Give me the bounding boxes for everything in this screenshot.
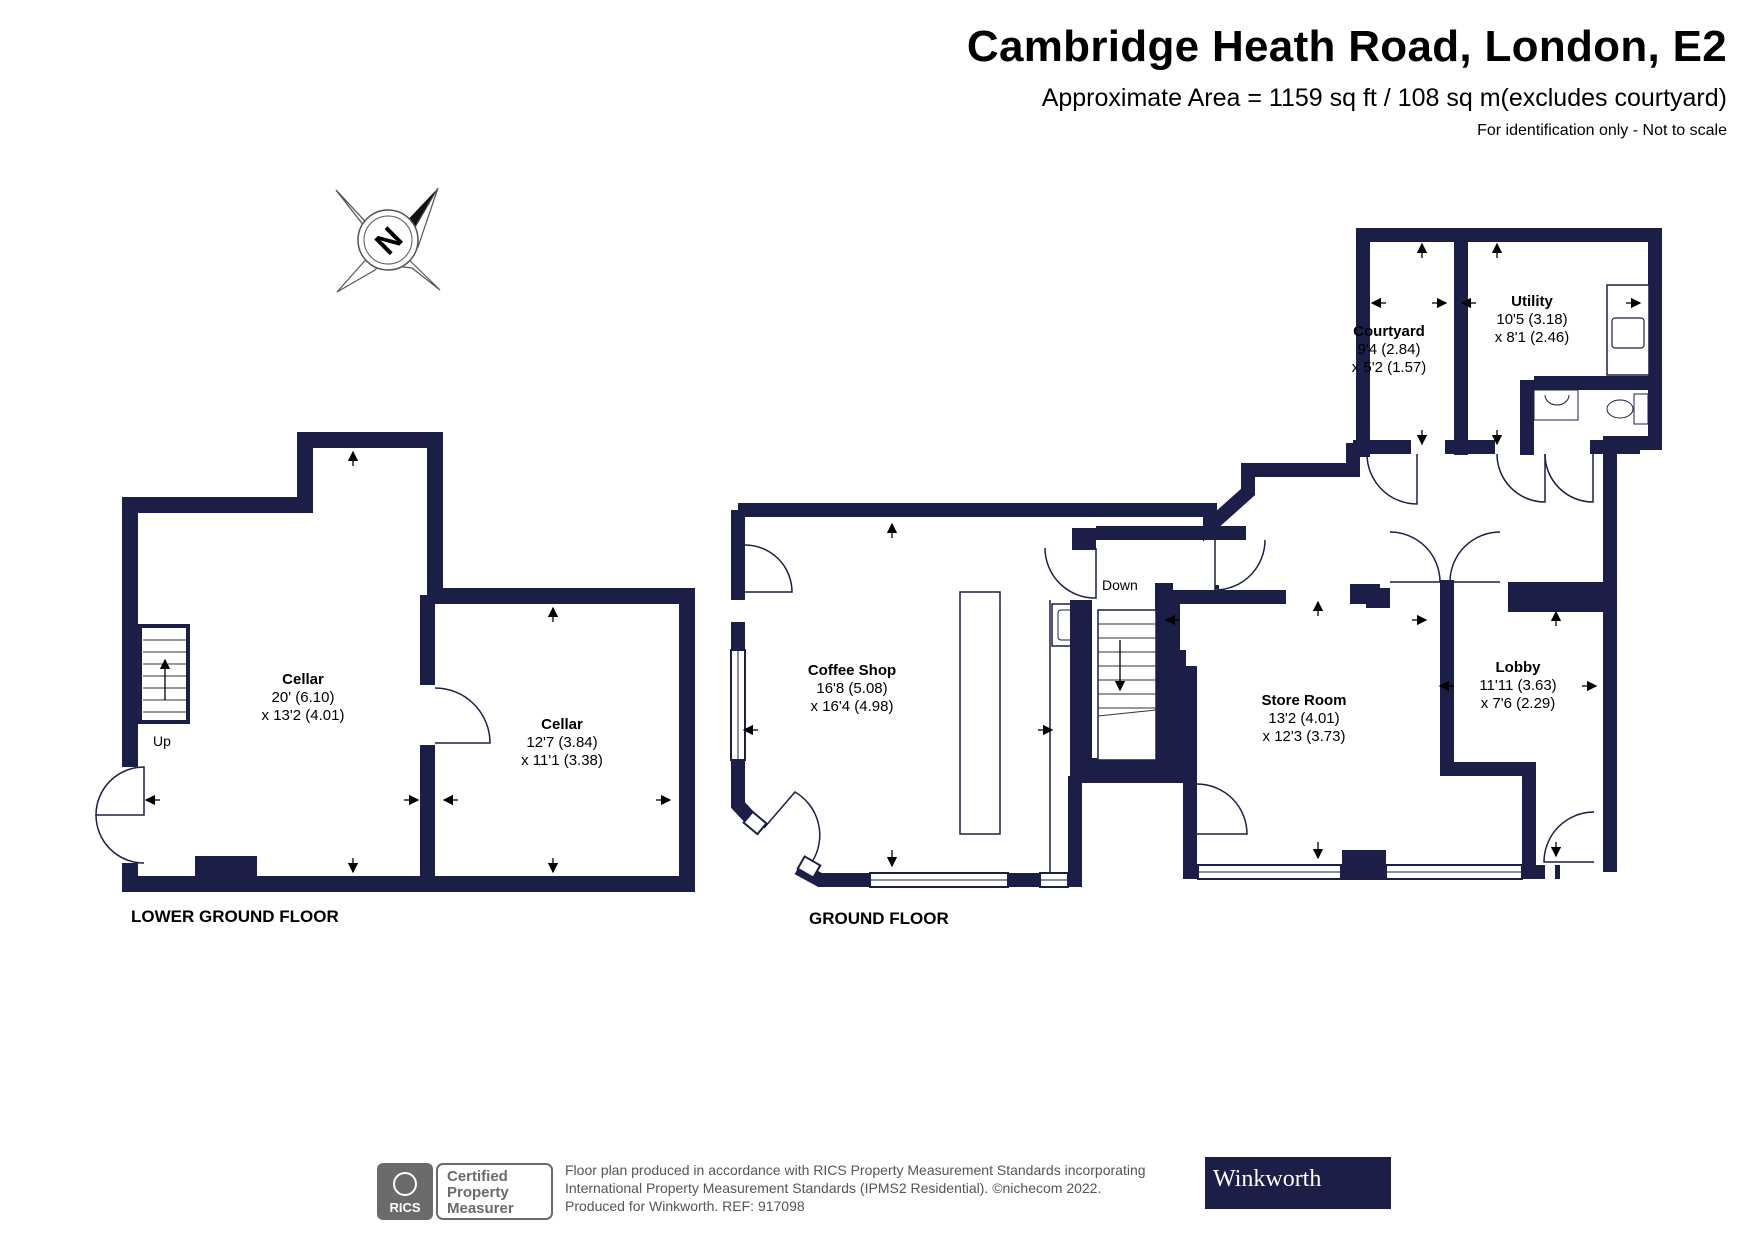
room-dimension: x 8'1 (2.46) — [1495, 329, 1570, 346]
room-name: Utility — [1511, 293, 1553, 310]
room-name: Coffee Shop — [808, 662, 896, 679]
room-dimension: x 12'3 (3.73) — [1263, 728, 1346, 745]
room-dimension: 10'5 (3.18) — [1496, 311, 1567, 328]
footer-disclaimer: Floor plan produced in accordance with R… — [565, 1161, 1146, 1215]
brand-name: Winkworth — [1213, 1166, 1322, 1192]
identification-note: For identification only - Not to scale — [1477, 122, 1727, 139]
room-dimension: 11'11 (3.63) — [1479, 677, 1556, 694]
room-dimension: x 11'1 (3.38) — [521, 752, 603, 769]
svg-text:Property: Property — [447, 1184, 509, 1201]
room-dimension: 16'8 (5.08) — [816, 680, 887, 697]
room-name: Store Room — [1261, 692, 1346, 709]
rics-certified-badge: RICS Certified Property Measurer — [377, 1163, 553, 1220]
room-name: Cellar — [282, 671, 324, 688]
room-dimension: 12'7 (3.84) — [526, 734, 597, 751]
room-dimension: 20' (6.10) — [272, 689, 335, 706]
compass-rose-icon: N — [335, 187, 441, 293]
room-dimension: 9'4 (2.84) — [1358, 341, 1421, 358]
svg-text:Measurer: Measurer — [447, 1200, 514, 1217]
room-dimension: 13'2 (4.01) — [1268, 710, 1339, 727]
lower-ground-floor-plan: Up Cellar 20' (6.10) x 13'2 (4.01) Cella… — [95, 432, 695, 926]
svg-text:RICS: RICS — [389, 1200, 420, 1215]
room-name: Courtyard — [1353, 323, 1425, 340]
room-dimension: x 5'2 (1.57) — [1352, 359, 1427, 376]
room-name: Cellar — [541, 716, 583, 733]
stairs-down-label: Down — [1102, 577, 1138, 593]
footer-line: Produced for Winkworth. REF: 917098 — [565, 1198, 805, 1214]
room-name: Lobby — [1496, 659, 1542, 676]
winkworth-logo: Winkworth — [1205, 1157, 1391, 1209]
room-dimension: x 16'4 (4.98) — [811, 698, 894, 715]
room-dimension: x 13'2 (4.01) — [262, 707, 345, 724]
stairs-up-label: Up — [153, 733, 171, 749]
footer-line: International Property Measurement Stand… — [565, 1180, 1102, 1196]
ground-floor-plan: Down — [730, 228, 1662, 928]
floor-label: LOWER GROUND FLOOR — [131, 907, 339, 926]
svg-text:Certified: Certified — [447, 1168, 508, 1185]
approximate-area: Approximate Area = 1159 sq ft / 108 sq m… — [1041, 84, 1727, 112]
page-title: Cambridge Heath Road, London, E2 — [966, 22, 1727, 71]
footer-line: Floor plan produced in accordance with R… — [565, 1162, 1146, 1178]
rics-logo-icon — [393, 1172, 417, 1196]
room-dimension: x 7'6 (2.29) — [1481, 695, 1556, 712]
floor-label: GROUND FLOOR — [809, 909, 949, 928]
